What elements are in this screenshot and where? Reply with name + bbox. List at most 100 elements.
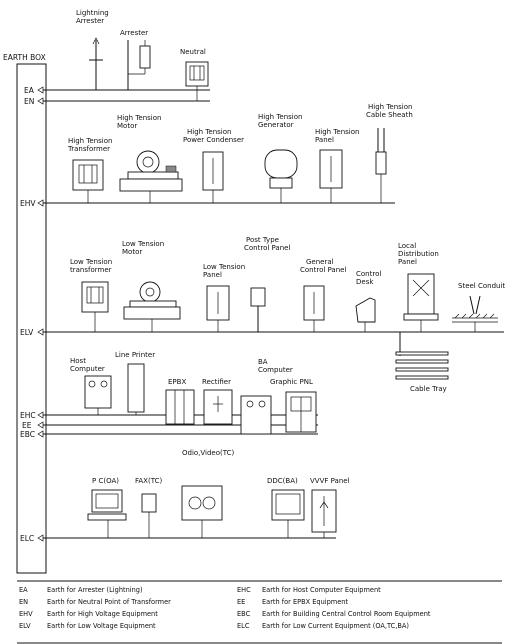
general-panel-label-1: General	[306, 258, 334, 266]
lt-transformer-icon	[81, 281, 109, 332]
ht-motor-icon	[119, 150, 183, 203]
cable-tray-icon	[395, 351, 449, 380]
ht-motor-label-1: High Tension	[117, 114, 161, 122]
pc-icon	[87, 489, 127, 538]
steel-conduit-icon	[452, 295, 498, 332]
bus-ea: EA	[24, 86, 210, 95]
control-desk-label-2: Desk	[356, 278, 374, 286]
cable-tray-label: Cable Tray	[410, 385, 447, 393]
legend-code-elc: ELC	[237, 622, 250, 630]
legend-text-ehc: Earth for Host Computer Equipment	[262, 586, 381, 594]
lt-transformer: Low Tension transformer	[70, 258, 112, 332]
legend-code-ee: EE	[237, 598, 245, 606]
arrow-ebc-icon	[37, 430, 44, 438]
bus-elc: ELC	[20, 534, 336, 543]
legend-code-ehc: EHC	[237, 586, 251, 594]
bus-label-elv: ELV	[20, 328, 34, 337]
earth-box-frame	[16, 63, 47, 574]
arrow-ehv-icon	[37, 199, 44, 207]
ht-transformer-icon	[72, 159, 104, 203]
arrester-icon	[127, 40, 151, 90]
arrow-ee-icon	[37, 421, 44, 429]
general-panel-icon	[303, 285, 325, 332]
lightning-arrester: Lightning Arrester	[76, 9, 109, 90]
ht-power-condenser: High Tension Power Condenser	[183, 128, 244, 203]
arrow-ea-icon	[37, 86, 44, 94]
ht-generator-label-2: Generator	[258, 121, 294, 129]
lightning-rod-icon	[89, 37, 103, 90]
ht-power-condenser-label-1: High Tension	[187, 128, 231, 136]
graphic-pnl: Graphic PNL	[270, 378, 317, 433]
ht-motor: High Tension Motor	[117, 114, 183, 203]
vvvf-panel-icon	[311, 489, 337, 538]
lt-panel-label-1: Low Tension	[203, 263, 245, 271]
vvvf-panel: VVVF Panel	[310, 477, 350, 538]
ba-computer-label-2: Computer	[258, 366, 293, 374]
lt-motor-icon	[123, 281, 181, 332]
arrow-elv-icon	[37, 328, 44, 336]
legend-code-ehv: EHV	[19, 610, 33, 618]
host-computer: Host Computer	[70, 357, 112, 415]
legend-code-ea: EA	[19, 586, 28, 594]
lightning-arrester-label-1: Lightning	[76, 9, 109, 17]
graphic-pnl-icon	[285, 391, 317, 433]
legend-code-en: EN	[19, 598, 28, 606]
lt-panel-label-2: Panel	[203, 271, 222, 279]
local-panel-label-2: Distribution	[398, 250, 439, 258]
ba-computer-label-1: BA	[258, 358, 268, 366]
ht-cable-sheath-label-1: High Tension	[368, 103, 412, 111]
ht-power-condenser-icon	[202, 151, 224, 203]
rectifier-icon	[203, 389, 233, 425]
lt-motor-label-2: Motor	[122, 248, 142, 256]
cable-tray: Cable Tray	[395, 332, 449, 393]
ba-computer: BA Computer	[240, 358, 293, 435]
general-panel: General Control Panel	[300, 258, 346, 332]
post-type-panel-icon	[250, 287, 266, 332]
epbx: EPBX	[165, 378, 195, 425]
control-desk-icon	[355, 297, 376, 332]
ht-transformer-label-2: Transformer	[67, 145, 110, 153]
ht-panel-label-2: Panel	[315, 136, 334, 144]
lt-motor: Low Tension Motor	[122, 240, 181, 332]
legend-text-en: Earth for Neutral Point of Transformer	[47, 598, 171, 606]
earth-box: EARTH BOX	[3, 53, 47, 574]
neutral: Neutral	[180, 48, 209, 101]
bus-label-en: EN	[24, 97, 34, 106]
fax-tc-label: FAX(TC)	[135, 477, 162, 485]
ht-panel-icon	[319, 149, 343, 203]
odio-video: Odio,Video(TC)	[181, 449, 235, 538]
post-type-panel-label-1: Post Type	[246, 236, 279, 244]
lightning-arrester-label-2: Arrester	[76, 17, 104, 25]
bus-ehv: EHV	[20, 199, 395, 208]
local-panel: Local Distribution Panel	[398, 242, 439, 332]
general-panel-label-2: Control Panel	[300, 266, 346, 274]
lt-panel-icon	[206, 285, 230, 332]
neutral-transformer-icon	[185, 61, 209, 101]
bus-label-ee: EE	[22, 421, 32, 430]
ht-motor-label-2: Motor	[117, 122, 137, 130]
legend: EA Earth for Arrester (Lightning) EN Ear…	[17, 580, 502, 644]
lt-transformer-label-1: Low Tension	[70, 258, 112, 266]
ht-generator-label-1: High Tension	[258, 113, 302, 121]
bus-label-ebc: EBC	[20, 430, 35, 439]
bus-label-elc: ELC	[20, 534, 34, 543]
ddc-icon	[271, 489, 305, 538]
ht-generator: High Tension Generator	[258, 113, 302, 203]
odio-video-icon	[181, 485, 223, 538]
local-panel-label-3: Panel	[398, 258, 417, 266]
legend-code-elv: ELV	[19, 622, 31, 630]
ba-computer-icon	[240, 395, 272, 435]
vvvf-panel-label: VVVF Panel	[310, 477, 350, 485]
pc-oa-label: P C(OA)	[92, 477, 119, 485]
ht-power-condenser-label-2: Power Condenser	[183, 136, 244, 144]
arrow-elc-icon	[37, 534, 44, 542]
fax-tc: FAX(TC)	[135, 477, 162, 538]
fax-icon	[141, 493, 157, 538]
graphic-pnl-label: Graphic PNL	[270, 378, 313, 386]
post-type-panel-label-2: Control Panel	[244, 244, 290, 252]
neutral-label: Neutral	[180, 48, 206, 56]
ht-transformer: High Tension Transformer	[67, 137, 112, 203]
legend-text-ee: Earth for EPBX Equipment	[262, 598, 348, 606]
arrow-en-icon	[37, 97, 44, 105]
